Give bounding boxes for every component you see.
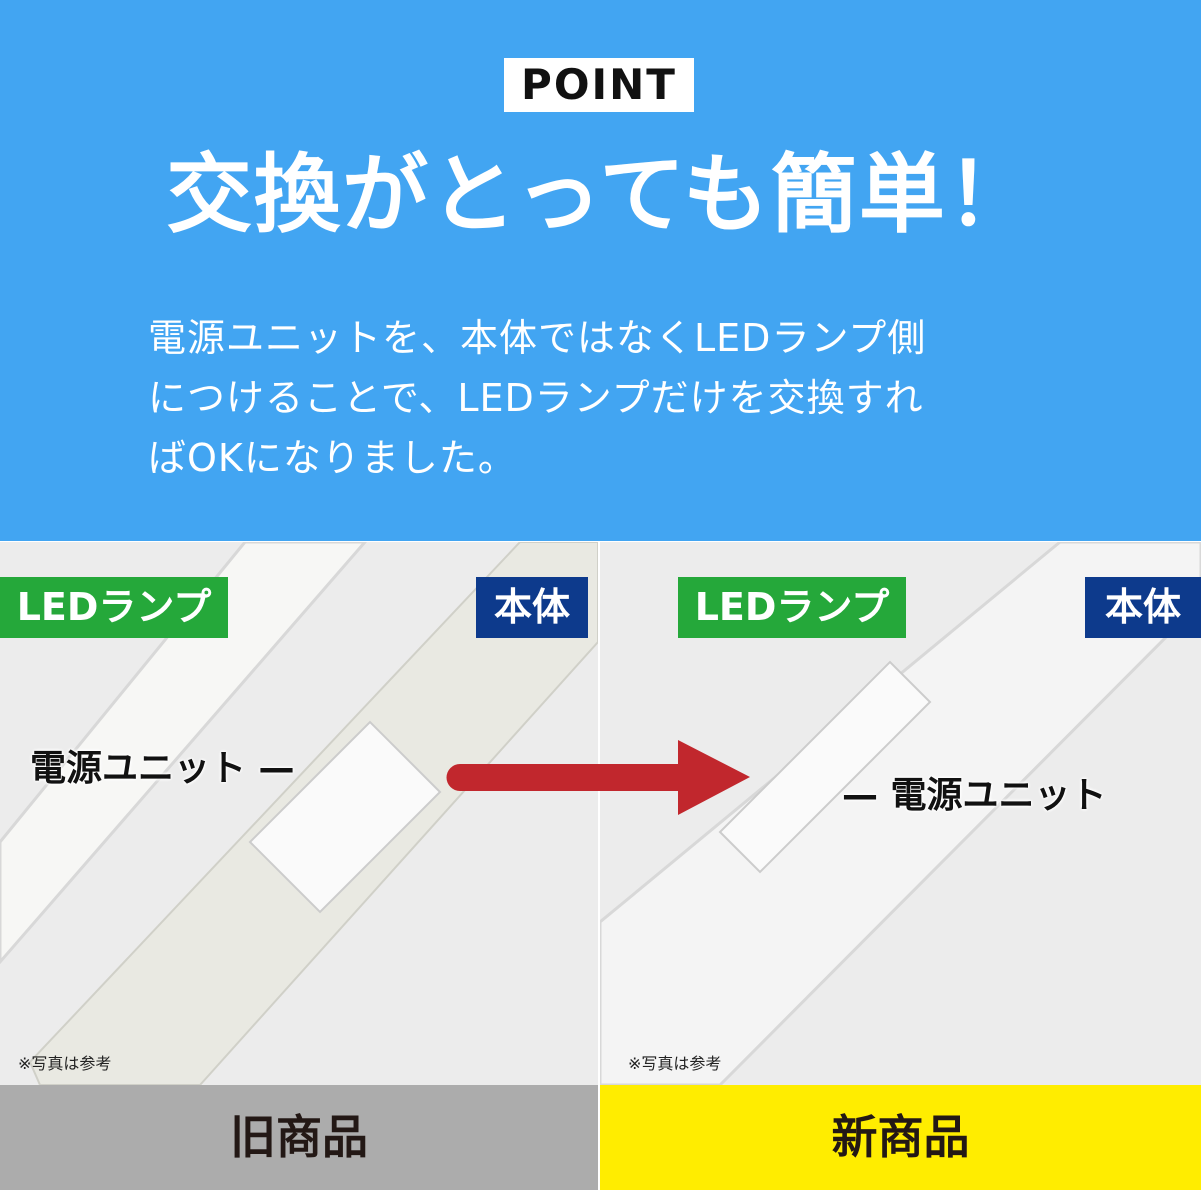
led-lamp-tag: LEDランプ	[0, 577, 228, 638]
new-product-image	[600, 542, 1201, 1085]
old-product-photo: LEDランプ 本体 電源ユニット — ※写真は参考	[0, 542, 598, 1085]
new-product-label: 新商品	[600, 1085, 1201, 1190]
body-tag: 本体	[476, 577, 588, 638]
power-unit-callout: 電源ユニット —	[30, 748, 295, 789]
description-line: 電源ユニットを、本体ではなくLEDランプ側	[148, 316, 927, 360]
old-product-image	[0, 542, 598, 1085]
header-banner: POINT 交換がとっても簡単！ 電源ユニットを、本体ではなくLEDランプ側 に…	[0, 0, 1201, 541]
arrow-right-icon	[446, 740, 750, 815]
led-lamp-image	[600, 542, 1201, 1085]
description: 電源ユニットを、本体ではなくLEDランプ側 につけることで、LEDランプだけを交…	[148, 308, 1068, 488]
power-unit-image	[248, 720, 442, 914]
power-unit-image	[718, 660, 932, 874]
headline: 交換がとっても簡単！	[166, 145, 1035, 245]
new-product-photo: LEDランプ 本体 — 電源ユニット ※写真は参考	[600, 542, 1201, 1085]
led-lamp-image	[0, 542, 367, 965]
description-line: ばOKになりました。	[148, 436, 517, 480]
old-product-label: 旧商品	[0, 1085, 598, 1190]
point-badge: POINT	[504, 58, 694, 112]
led-lamp-tag: LEDランプ	[678, 577, 906, 638]
description-line: につけることで、LEDランプだけを交換すれ	[148, 376, 924, 420]
photo-note: ※写真は参考	[18, 1054, 112, 1073]
photo-note: ※写真は参考	[628, 1054, 722, 1073]
power-unit-callout: — 電源ユニット	[842, 775, 1107, 816]
body-tag: 本体	[1085, 577, 1201, 638]
